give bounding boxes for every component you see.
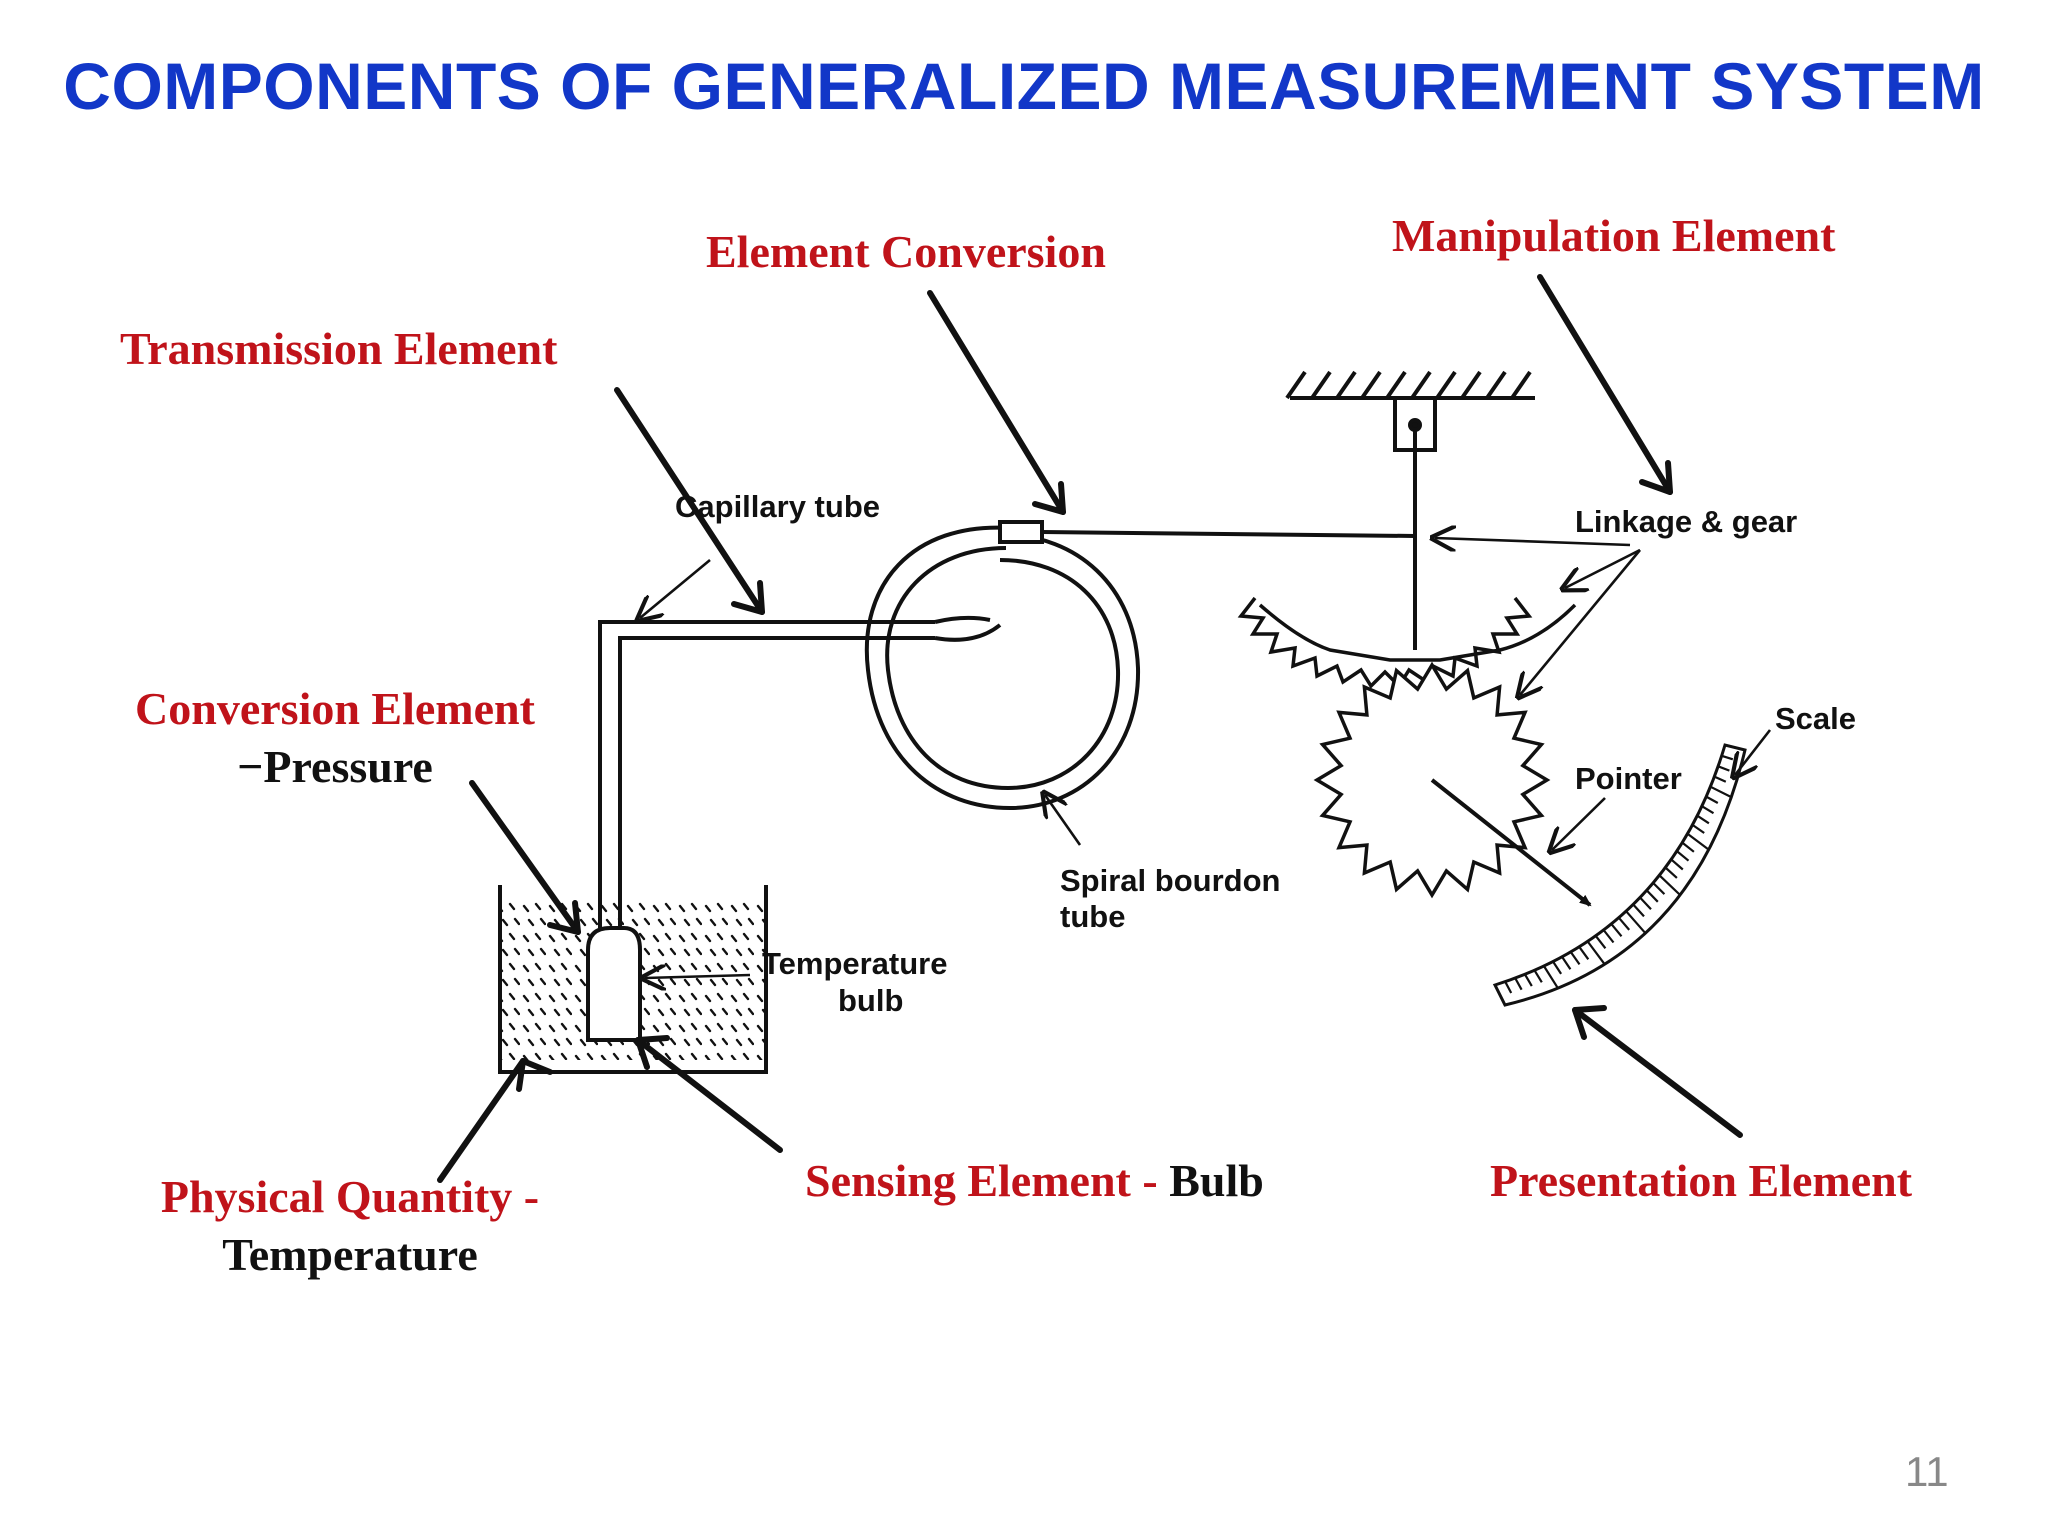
scale-label: Scale [1775,701,1857,736]
transmission-element-label: Transmission Element [120,323,558,374]
physical-quantity-label: Physical Quantity - Temperature [120,1168,580,1283]
diagram-leader-arrows [640,538,1772,978]
ceiling-support [1285,370,1535,650]
temperature-bulb [586,926,642,1042]
temperature-bulb-label-line2: bulb [838,983,904,1018]
page-title: COMPONENTS OF GENERALIZED MEASUREMENT SY… [63,49,1985,123]
pointer [1430,778,1592,907]
sensing-element-detail: Bulb [1169,1155,1264,1206]
conversion-element-title: Conversion Element [135,683,535,734]
sensing-element-label: Sensing Element - Bulb [805,1152,1264,1210]
presentation-element-label: Presentation Element [1490,1155,1913,1206]
manipulation-element-label: Manipulation Element [1392,210,1836,261]
scale [1492,743,1747,1007]
conversion-element-label: Conversion Element −Pressure [105,680,565,795]
capillary-tube [598,620,935,928]
sector-gear [1237,596,1577,689]
spiral-bourdon-label-line2: tube [1060,899,1126,934]
capillary-tube-label: Capillary tube [675,489,880,524]
page-number: 11 [1905,1448,1949,1495]
conversion-element-detail: −Pressure [237,740,433,792]
annotation-arrows [437,274,1743,1183]
element-conversion-label: Element Conversion [706,226,1106,277]
linkage-gear-label: Linkage & gear [1575,504,1798,539]
temperature-bulb-label-line1: Temperature [762,946,948,981]
pointer-label: Pointer [1575,761,1682,796]
physical-quantity-title: Physical Quantity - [160,1171,540,1222]
sensing-element-title: Sensing Element - [805,1155,1170,1206]
spiral-bourdon-tube [864,520,1141,811]
linkage-rod [1041,530,1416,538]
physical-quantity-detail: Temperature [222,1228,478,1280]
spiral-bourdon-label-line1: Spiral bourdon [1060,863,1281,898]
